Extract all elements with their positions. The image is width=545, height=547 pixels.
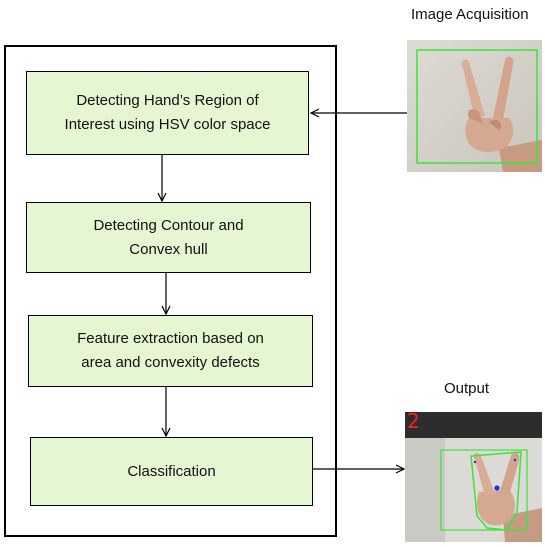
step-detect-roi-line1: Detecting Hand’s Region of: [76, 92, 259, 109]
step-detect-contour: Detecting Contour and Convex hull: [26, 202, 311, 273]
step-classification-line1: Classification: [127, 462, 216, 480]
process-frame: [4, 45, 337, 537]
output-hand-photo: 2: [405, 412, 542, 542]
step-detect-contour-line2: Convex hull: [129, 240, 208, 258]
gesture-count-label: 2: [407, 412, 420, 433]
step-detect-roi-line2: Interest using HSV color space: [64, 116, 271, 133]
step-feature-extraction-line2: area and convexity defects: [81, 354, 260, 371]
step-classification: Classification: [30, 437, 313, 506]
input-hand-photo: [407, 40, 542, 172]
image-acquisition-caption: Image Acquisition: [411, 6, 529, 23]
step-feature-extraction-line1: Feature extraction based on: [77, 330, 264, 347]
step-detect-contour-line1: Detecting Contour and: [93, 216, 244, 234]
output-caption: Output: [444, 380, 490, 397]
step-detect-roi: Detecting Hand’s Region of Interest usin…: [26, 71, 309, 155]
step-feature-extraction: Feature extraction based on area and con…: [28, 315, 313, 387]
